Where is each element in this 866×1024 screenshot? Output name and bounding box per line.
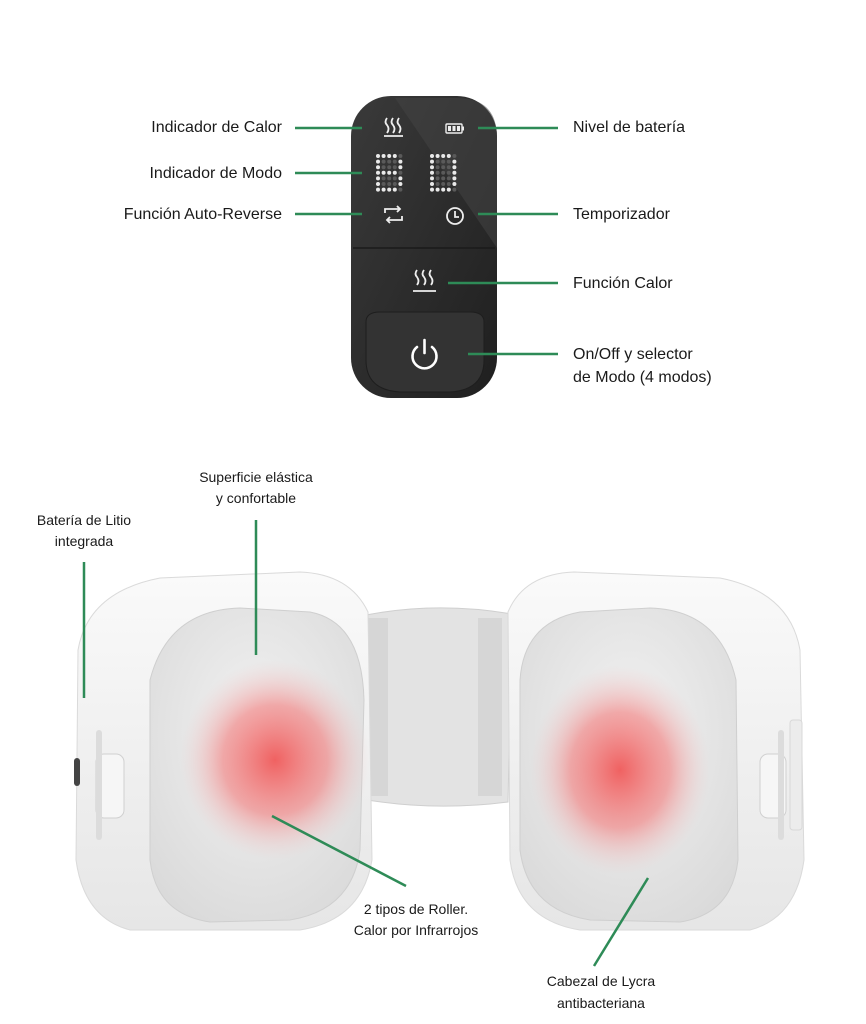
display-dot bbox=[387, 154, 392, 158]
display-dot bbox=[398, 159, 403, 164]
label-mode-indicator: Indicador de Modo bbox=[149, 165, 282, 182]
display-dot bbox=[435, 187, 440, 192]
display-dot bbox=[446, 154, 451, 158]
display-dot bbox=[392, 159, 397, 164]
label-battery-line1: Batería de Litio bbox=[36, 512, 132, 528]
display-dot bbox=[387, 187, 392, 192]
display-dot bbox=[392, 170, 397, 175]
display-dot bbox=[376, 154, 380, 158]
display-dot bbox=[381, 182, 386, 186]
label-battery-level: Nivel de batería bbox=[573, 119, 686, 136]
display-dot bbox=[398, 154, 403, 158]
label-lycra-line2: antibacteriana bbox=[557, 995, 645, 1011]
mode-display bbox=[376, 154, 457, 192]
display-dot bbox=[446, 159, 451, 164]
display-dot bbox=[435, 154, 440, 158]
display-dot bbox=[381, 187, 386, 192]
display-dot bbox=[387, 182, 392, 186]
display-dot bbox=[392, 182, 397, 186]
label-auto-reverse: Función Auto-Reverse bbox=[123, 206, 282, 223]
display-dot bbox=[430, 170, 434, 175]
neck-massager bbox=[74, 571, 805, 931]
display-dot bbox=[376, 165, 380, 170]
display-dot bbox=[430, 182, 434, 186]
display-dot bbox=[381, 154, 386, 158]
heat-waves-icon bbox=[384, 117, 403, 137]
display-dot bbox=[381, 165, 386, 170]
power-icon bbox=[411, 338, 438, 370]
display-dot bbox=[435, 159, 440, 164]
display-dot bbox=[441, 159, 446, 164]
display-dot bbox=[392, 187, 397, 192]
display-dot bbox=[446, 182, 451, 186]
label-surface-line2: y confortable bbox=[215, 490, 297, 506]
display-dot bbox=[381, 159, 386, 164]
display-dot bbox=[441, 154, 446, 158]
display-dot bbox=[376, 170, 380, 175]
label-power-line1: On/Off y selector bbox=[573, 346, 693, 363]
display-dot bbox=[398, 182, 403, 186]
display-dot bbox=[430, 176, 434, 181]
display-dot bbox=[435, 165, 440, 170]
label-battery-line2: integrada bbox=[54, 533, 114, 549]
display-dot bbox=[381, 176, 386, 181]
display-dot bbox=[387, 176, 392, 181]
display-dot bbox=[441, 176, 446, 181]
label-rollers-line1: 2 tipos de Roller. bbox=[363, 901, 469, 917]
display-dot bbox=[376, 176, 380, 181]
display-dot bbox=[430, 187, 434, 192]
display-dot bbox=[441, 187, 446, 192]
display-dot bbox=[387, 170, 392, 175]
display-dot bbox=[387, 159, 392, 164]
label-power-line2: de Modo (4 modos) bbox=[573, 369, 712, 386]
display-dot bbox=[452, 182, 457, 186]
display-dot bbox=[398, 170, 403, 175]
auto-reverse-icon bbox=[384, 205, 403, 224]
display-dot bbox=[452, 187, 457, 192]
display-dot bbox=[398, 176, 403, 181]
display-dot bbox=[430, 154, 434, 158]
display-dot bbox=[452, 170, 457, 175]
display-dot bbox=[435, 170, 440, 175]
display-dot bbox=[446, 176, 451, 181]
display-dot bbox=[452, 176, 457, 181]
display-dot bbox=[446, 170, 451, 175]
display-dot bbox=[392, 154, 397, 158]
display-dot bbox=[392, 176, 397, 181]
label-heat-function: Función Calor bbox=[573, 275, 673, 292]
display-dot bbox=[398, 165, 403, 170]
label-timer: Temporizador bbox=[573, 206, 670, 223]
display-dot bbox=[387, 165, 392, 170]
display-dot bbox=[376, 159, 380, 164]
display-dot bbox=[392, 165, 397, 170]
remote-control bbox=[351, 96, 497, 398]
display-dot bbox=[376, 182, 380, 186]
display-dot bbox=[381, 170, 386, 175]
display-dot bbox=[446, 187, 451, 192]
display-dot bbox=[435, 182, 440, 186]
display-dot bbox=[452, 154, 457, 158]
display-dot bbox=[430, 165, 434, 170]
display-dot bbox=[441, 170, 446, 175]
label-rollers-line2: Calor por Infrarrojos bbox=[353, 922, 479, 938]
remote-leader-lines bbox=[295, 126, 558, 356]
timer-icon bbox=[446, 207, 464, 225]
display-dot bbox=[452, 165, 457, 170]
device-leader-lines bbox=[82, 520, 650, 967]
display-dot bbox=[430, 159, 434, 164]
display-dot bbox=[435, 176, 440, 181]
battery-icon bbox=[445, 123, 464, 134]
label-surface-line1: Superficie elástica bbox=[199, 469, 313, 485]
label-heat-indicator: Indicador de Calor bbox=[151, 119, 282, 136]
display-dot bbox=[446, 165, 451, 170]
label-lycra-line1: Cabezal de Lycra bbox=[546, 973, 656, 989]
display-dot bbox=[452, 159, 457, 164]
display-dot bbox=[398, 187, 403, 192]
display-dot bbox=[441, 182, 446, 186]
display-dot bbox=[376, 187, 380, 192]
heat-button-icon bbox=[413, 269, 436, 292]
display-dot bbox=[441, 165, 446, 170]
